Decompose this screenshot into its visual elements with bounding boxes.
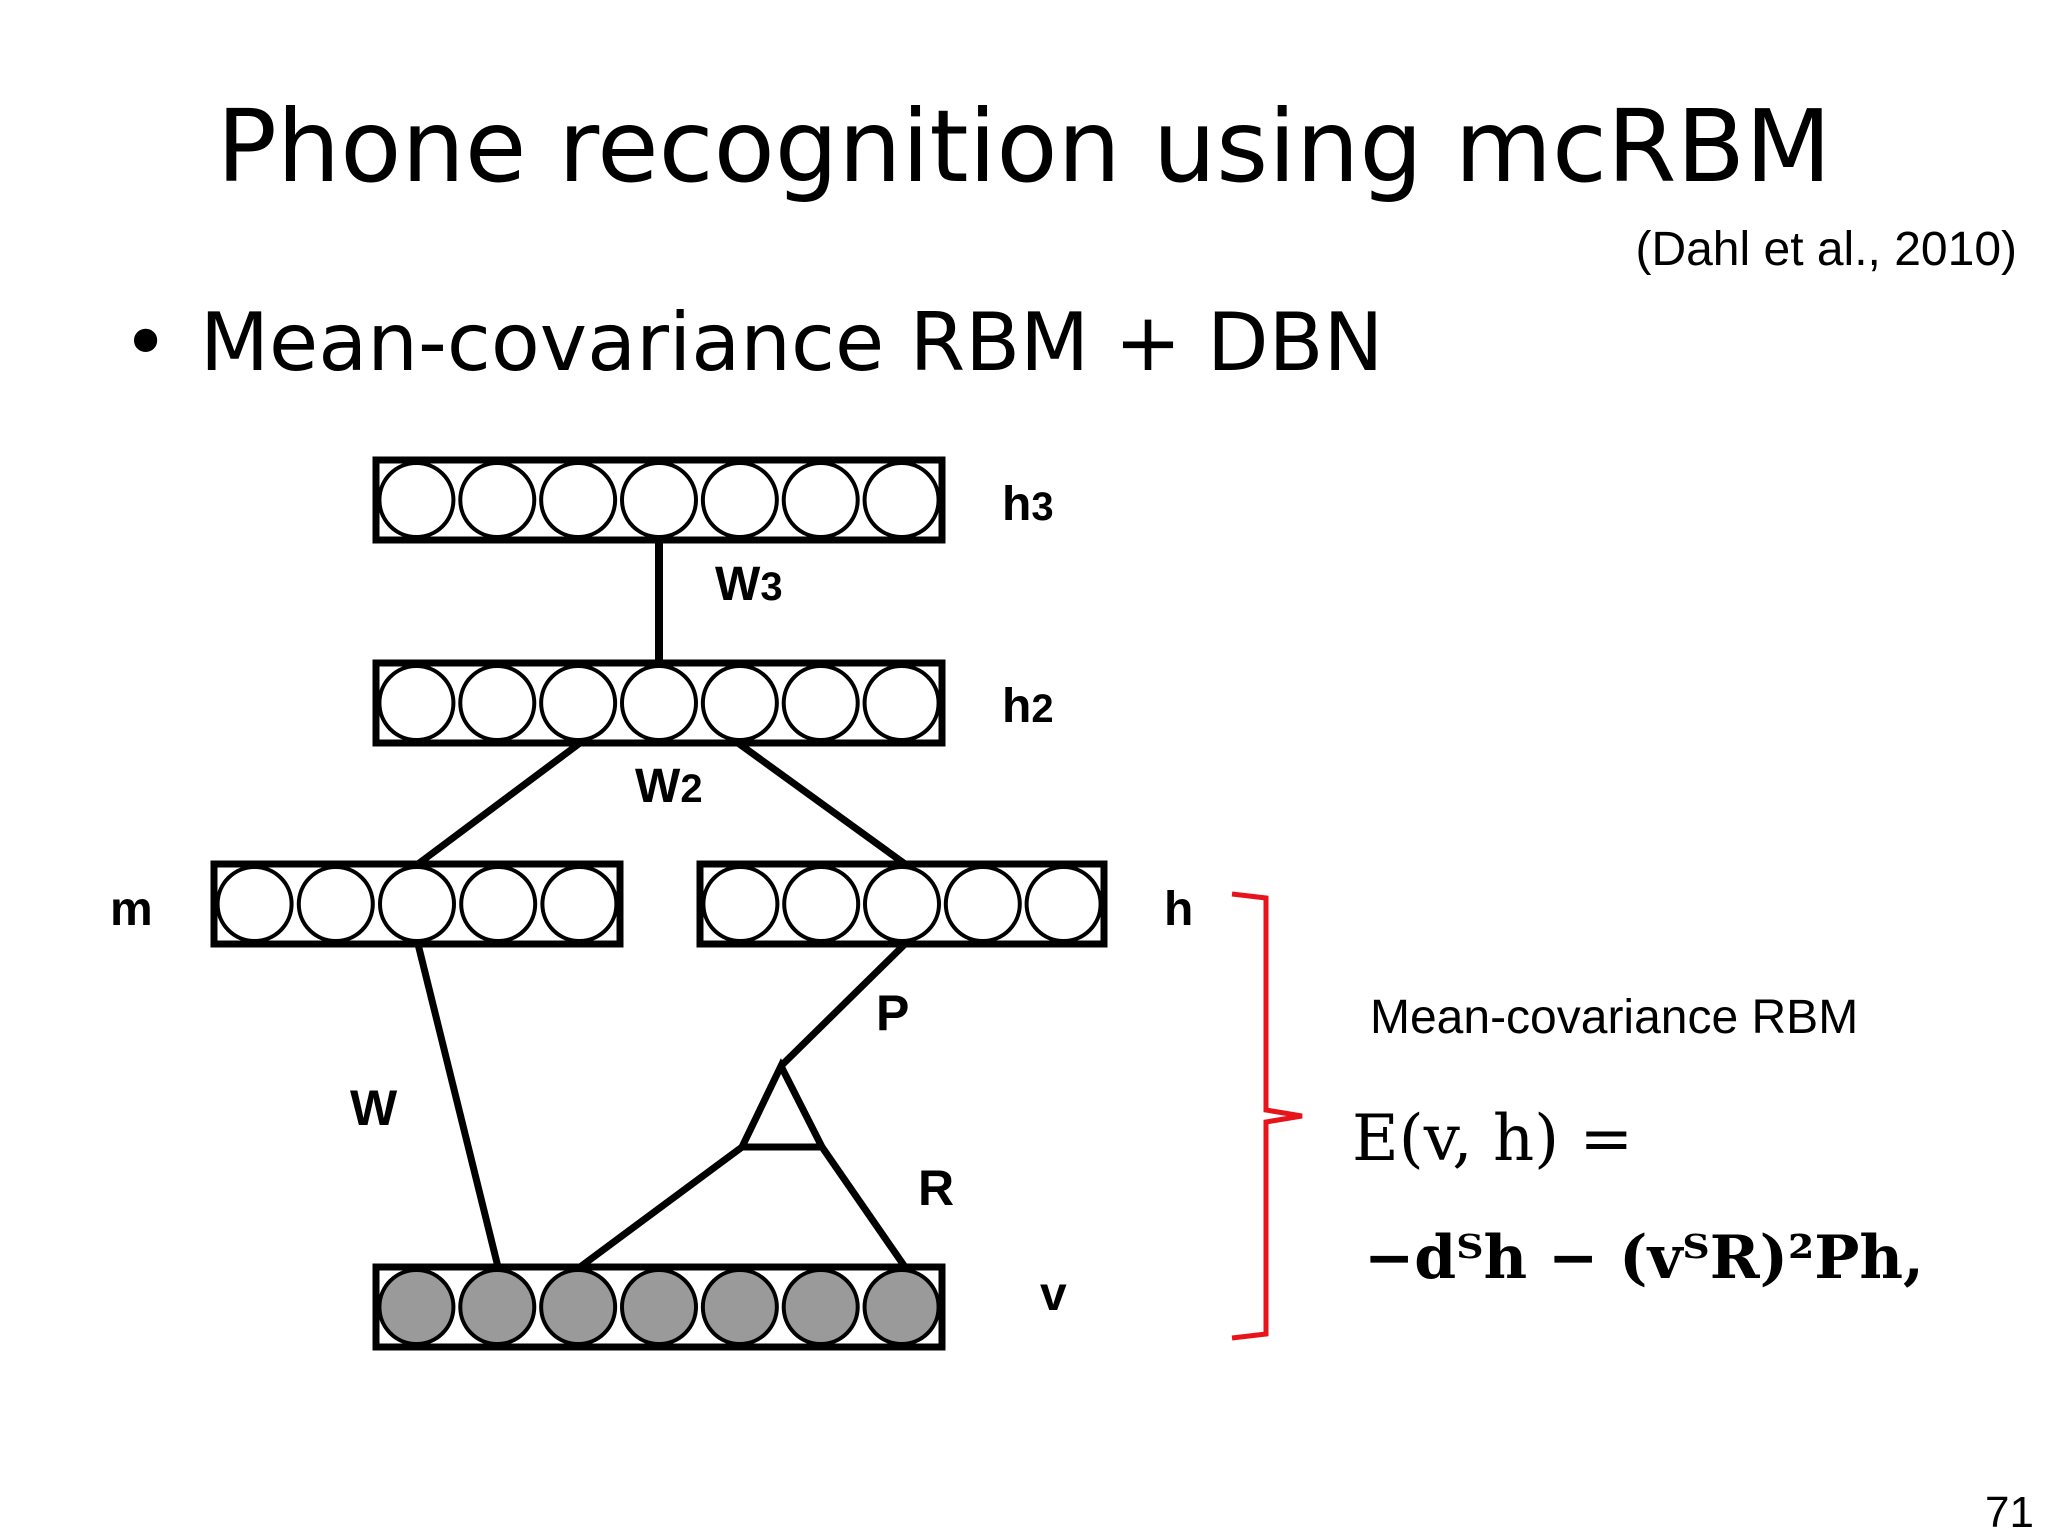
unit-v-7 (862, 1268, 941, 1346)
connection-w (414, 943, 502, 1268)
connection-r-right (819, 1145, 908, 1269)
unit-h-2 (782, 865, 861, 943)
unit-h3-2 (458, 461, 537, 539)
unit-h-1 (701, 865, 780, 943)
layer-h-units (701, 865, 1103, 943)
label-w3: W3 (715, 558, 783, 611)
unit-v-4 (620, 1268, 698, 1346)
label-w3-sub: 3 (760, 565, 782, 609)
connection-p (778, 941, 908, 1069)
label-h3-sub: 3 (1031, 485, 1053, 529)
unit-h2-3 (539, 664, 618, 742)
unit-v-6 (781, 1268, 860, 1346)
unit-h3-7 (862, 461, 941, 539)
unit-h-3 (863, 865, 941, 943)
unit-h2-2 (458, 664, 537, 742)
unit-h3-4 (620, 461, 698, 539)
layer-h2-units (377, 664, 941, 742)
slide-title: Phone recognition using mcRBM (216, 88, 1832, 205)
layer-h3-units (377, 461, 941, 539)
unit-h2-7 (862, 664, 941, 742)
layer-m-units (215, 865, 619, 943)
unit-h2-5 (700, 664, 779, 742)
unit-v-5 (700, 1268, 779, 1346)
unit-m-5 (540, 865, 619, 943)
unit-v-3 (539, 1268, 618, 1346)
unit-h-5 (1024, 865, 1103, 943)
unit-h3-1 (377, 461, 456, 539)
connection-r-left (577, 1144, 745, 1270)
label-p: P (876, 985, 909, 1041)
page-number: 71 (1985, 1488, 2034, 1537)
unit-h2-1 (377, 664, 456, 742)
layer-v (372, 1263, 946, 1351)
label-h: h (1164, 883, 1193, 936)
energy-caption: Mean-covariance RBM (1370, 991, 1859, 1044)
connection-w2-right (735, 740, 908, 867)
layer-h (696, 860, 1108, 948)
label-w2-sub: 2 (680, 767, 702, 811)
label-v: v (1040, 1268, 1067, 1321)
unit-h-4 (943, 865, 1022, 943)
energy-line-1: E(v, h) = (1352, 1102, 1633, 1176)
unit-m-1 (215, 865, 294, 943)
factor-triangle (736, 1058, 828, 1151)
label-h2: h2 (1002, 680, 1054, 733)
connection-w2-left (415, 740, 583, 867)
unit-h3-6 (781, 461, 860, 539)
unit-h2-4 (620, 664, 698, 742)
bullet-text: Mean-covariance RBM + DBN (200, 296, 1384, 389)
unit-m-4 (459, 865, 538, 943)
bullet-dot-icon: • (122, 296, 170, 389)
layer-h2 (372, 659, 946, 747)
unit-h2-6 (781, 664, 860, 742)
unit-m-2 (296, 865, 375, 943)
label-w2: W2 (635, 760, 703, 813)
energy-line-2: −dᵀh − (vᵀR)²Ph, (1364, 1223, 1924, 1293)
layer-h3 (372, 456, 946, 544)
unit-m-3 (378, 865, 456, 943)
label-h3: h3 (1002, 478, 1054, 531)
layer-m (210, 860, 624, 948)
label-r: R (918, 1160, 954, 1216)
label-m: m (110, 883, 153, 936)
layer-v-units (377, 1268, 941, 1346)
unit-v-1 (377, 1268, 456, 1346)
label-w: W (350, 1080, 398, 1136)
bullet-item: • Mean-covariance RBM + DBN (122, 296, 1383, 389)
mcrbm-brace (1231, 891, 1303, 1341)
unit-h3-3 (539, 461, 618, 539)
unit-h3-5 (700, 461, 779, 539)
citation: (Dahl et al., 2010) (1635, 223, 2017, 276)
label-h2-sub: 2 (1031, 687, 1053, 731)
unit-v-2 (458, 1268, 537, 1346)
